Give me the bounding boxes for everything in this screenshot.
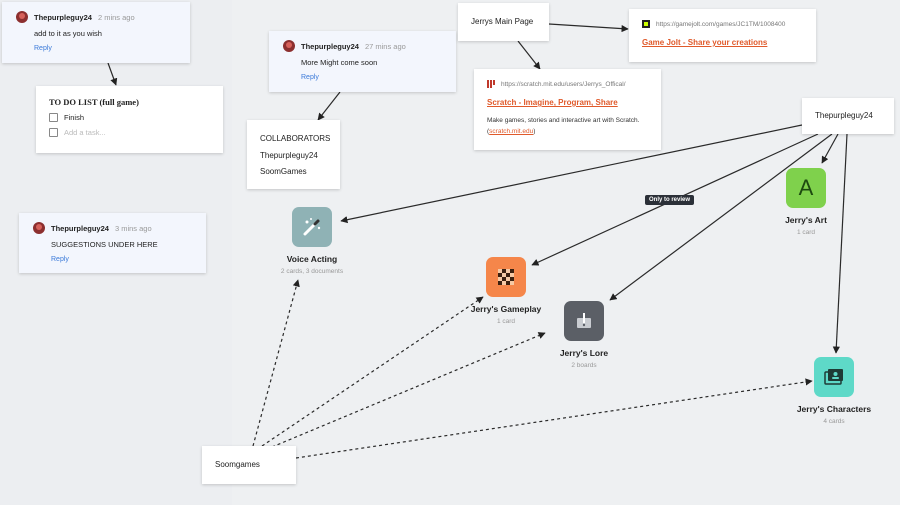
add-task-placeholder[interactable]: Add a task... [64,128,106,137]
magic-wand-icon [292,207,332,247]
dashed-soom-to-gameplay[interactable] [261,296,484,447]
soomgames-label: Soomgames [215,460,260,469]
scratch-icon [487,80,495,88]
comment-time: 3 mins ago [114,223,152,233]
arrow-user-to-art[interactable] [821,133,839,164]
status-badge: Only to review [645,195,695,205]
collaborators-heading: COLLABORATORS [260,134,331,143]
board-label: Voice Acting [286,254,338,264]
arrow-user-to-voice[interactable] [340,124,803,224]
checkbox [49,128,58,137]
comment-time: 2 mins ago [97,12,135,22]
comment-author: Thepurpleguy24 [301,41,359,51]
art-letter: A [798,175,814,200]
avatar [283,40,295,52]
comment-card[interactable]: Thepurpleguy24 3 mins ago SUGGESTIONS UN… [19,213,206,273]
dashed-soom-to-lore[interactable] [271,332,546,448]
letter-a-icon: A [786,168,826,208]
checkbox[interactable] [49,113,58,122]
board-count: 4 cards [823,418,845,425]
comment-text: SUGGESTIONS UNDER HERE [51,240,158,249]
link-url: https://gamejolt.com/games/JC1TM/1008400 [656,20,786,28]
link-title[interactable]: Scratch - Imagine, Program, Share [487,98,618,107]
board-label: Jerry's Lore [559,348,609,358]
main-page-note[interactable]: Jerrys Main Page [458,3,549,41]
todo-item-label: Finish [64,113,85,122]
checkered-flag-icon [486,257,526,297]
link-title[interactable]: Game Jolt - Share your creations [642,38,768,47]
scratch-link-card[interactable]: https://scratch.mit.edu/users/Jerrys_Off… [474,69,661,150]
exclamation-icon [564,301,604,341]
gamejolt-icon [642,20,650,28]
board-voice-acting[interactable]: Voice Acting 2 cards, 3 documents [272,207,352,275]
board-label: Jerry's Art [785,215,827,225]
collaborators-card[interactable]: COLLABORATORS Thepurpleguy24 SoomGames [247,120,340,189]
avatar [16,11,28,23]
comment-text: add to it as you wish [34,29,102,38]
desc-end: ) [533,127,536,135]
board-jerrys-art[interactable]: A Jerry's Art 1 card [766,168,846,236]
dashed-soom-to-voice[interactable] [252,279,300,447]
board-jerrys-lore[interactable]: Jerry's Lore 2 boards [544,301,624,369]
user-note-label: Thepurpleguy24 [815,111,873,120]
id-card-icon [814,357,854,397]
reply-link[interactable]: Reply [51,256,69,263]
board-label: Jerry's Characters [796,404,872,414]
comment-card[interactable]: Thepurpleguy24 27 mins ago More Might co… [269,31,456,92]
board-count: 2 boards [571,362,597,369]
collaborator-name: Thepurpleguy24 [260,150,318,160]
board-count: 1 card [496,318,516,325]
arrow-comment-to-todo[interactable] [107,62,118,86]
reply-link[interactable]: Reply [301,74,319,81]
todo-add-task[interactable]: Add a task... [49,128,210,137]
desc-link[interactable]: scratch.mit.edu [489,127,534,135]
todo-item[interactable]: Finish [49,113,210,122]
comment-author: Thepurpleguy24 [34,12,92,22]
link-description: Make games, stories and interactive art … [487,116,648,137]
reply-link[interactable]: Reply [34,45,52,52]
arrow-main-to-gamejolt[interactable] [548,23,629,33]
todo-list-card[interactable]: TO DO LIST (full game) Finish Add a task… [36,86,223,153]
comment-time: 27 mins ago [364,41,406,51]
collaborator-name: SoomGames [260,167,307,176]
board-jerrys-characters[interactable]: Jerry's Characters 4 cards [789,357,879,425]
arrow-comment-to-collaborators[interactable] [317,91,341,121]
board-jerrys-gameplay[interactable]: Jerry's Gameplay 1 card [461,257,551,325]
gamejolt-link-card[interactable]: https://gamejolt.com/games/JC1TM/1008400… [629,9,816,62]
user-note[interactable]: Thepurpleguy24 [802,98,894,134]
soomgames-note[interactable]: Soomgames [202,446,296,484]
todo-title: TO DO LIST (full game) [49,97,139,107]
board-count: 1 card [796,229,816,236]
arrow-main-to-scratch[interactable] [517,40,541,70]
main-page-label: Jerrys Main Page [471,17,534,26]
comment-author: Thepurpleguy24 [51,223,109,233]
link-url: https://scratch.mit.edu/users/Jerrys_Off… [501,80,626,88]
comment-text: More Might come soon [301,58,378,67]
comment-card[interactable]: Thepurpleguy24 2 mins ago add to it as y… [2,2,190,63]
avatar [33,222,45,234]
desc-text: Make games, stories and interactive art … [487,117,640,135]
board-label: Jerry's Gameplay [470,304,542,314]
board-count: 2 cards, 3 documents [280,268,344,275]
arrow-user-to-lore[interactable] [609,133,833,301]
arrow-user-to-characters[interactable] [832,133,848,354]
dashed-soom-to-characters[interactable] [295,378,813,459]
